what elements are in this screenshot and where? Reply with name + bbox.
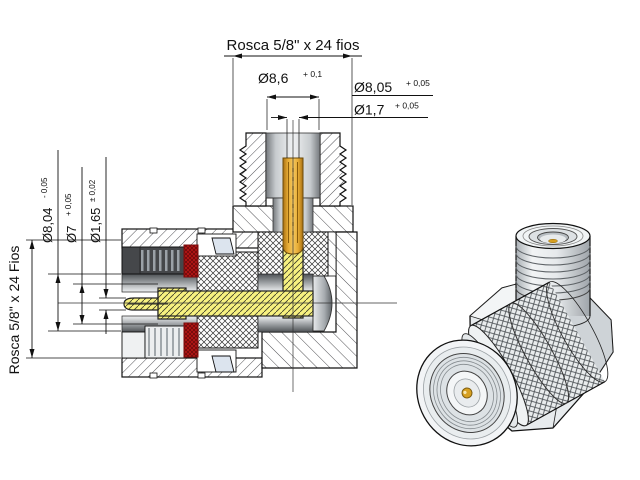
dimension-inner-left: Ø7 + 0,05 bbox=[64, 167, 158, 325]
dia-pin-top-value: Ø1,7 bbox=[354, 102, 385, 118]
dimension-pin-top: Ø1,7 + 0,05 bbox=[271, 101, 428, 158]
dia-bore-left-value: Ø8,04 bbox=[40, 208, 55, 243]
dimension-bore-top: Ø8,6 + 0,1 bbox=[258, 69, 322, 130]
nut-thread-light bbox=[121, 325, 187, 359]
nut-thread-dark bbox=[121, 246, 187, 275]
dimension-inner-top: Ø8,05 + 0,05 bbox=[352, 78, 433, 96]
dia-inner-top-value: Ø8,05 bbox=[354, 79, 392, 95]
bore-cone-recess bbox=[312, 275, 333, 332]
top-thread-label: Rosca 5/8" x 24 fios bbox=[227, 37, 360, 54]
dia-bore-top-tol: + 0,1 bbox=[303, 69, 322, 79]
gasket-bottom bbox=[183, 322, 199, 358]
gasket-top bbox=[183, 244, 199, 278]
dimension-top-thread: Rosca 5/8" x 24 fios bbox=[224, 37, 362, 205]
dia-pin-left-tol: ± 0,02 bbox=[88, 179, 97, 202]
iso-male-center-pin bbox=[461, 387, 473, 399]
dia-bore-top-value: Ø8,6 bbox=[258, 70, 289, 86]
dia-inner-left-value: Ø7 bbox=[64, 226, 79, 243]
dia-inner-left-tol: + 0,05 bbox=[64, 193, 73, 216]
left-thread-label: Rosca 5/8" x 24 Fios bbox=[6, 246, 22, 375]
isometric-view bbox=[416, 222, 614, 447]
dimension-pin-left: Ø1,65 ± 0,02 bbox=[88, 157, 126, 334]
iso-female-contact-glint bbox=[548, 238, 558, 244]
dia-bore-left-tol: - 0,05 bbox=[40, 177, 49, 198]
dimension-left-thread: Rosca 5/8" x 24 Fios bbox=[6, 239, 121, 375]
centerlines bbox=[58, 120, 397, 392]
dimension-bore-left: Ø8,04 - 0,05 bbox=[40, 150, 121, 332]
dia-pin-left-value: Ø1,65 bbox=[88, 208, 103, 243]
center-conductor bbox=[123, 245, 314, 320]
cross-section-view bbox=[58, 120, 397, 392]
iso-male-connector bbox=[416, 281, 609, 447]
top-connector-walls bbox=[238, 132, 348, 207]
retainer-steps bbox=[196, 233, 237, 373]
dia-inner-top-tol: + 0,05 bbox=[406, 78, 430, 88]
dimensions: Rosca 5/8" x 24 fios Ø8,6 + 0,1 Ø8,05 + … bbox=[6, 37, 433, 374]
iso-male-face bbox=[416, 339, 518, 447]
dia-pin-top-tol: + 0,05 bbox=[395, 101, 419, 111]
